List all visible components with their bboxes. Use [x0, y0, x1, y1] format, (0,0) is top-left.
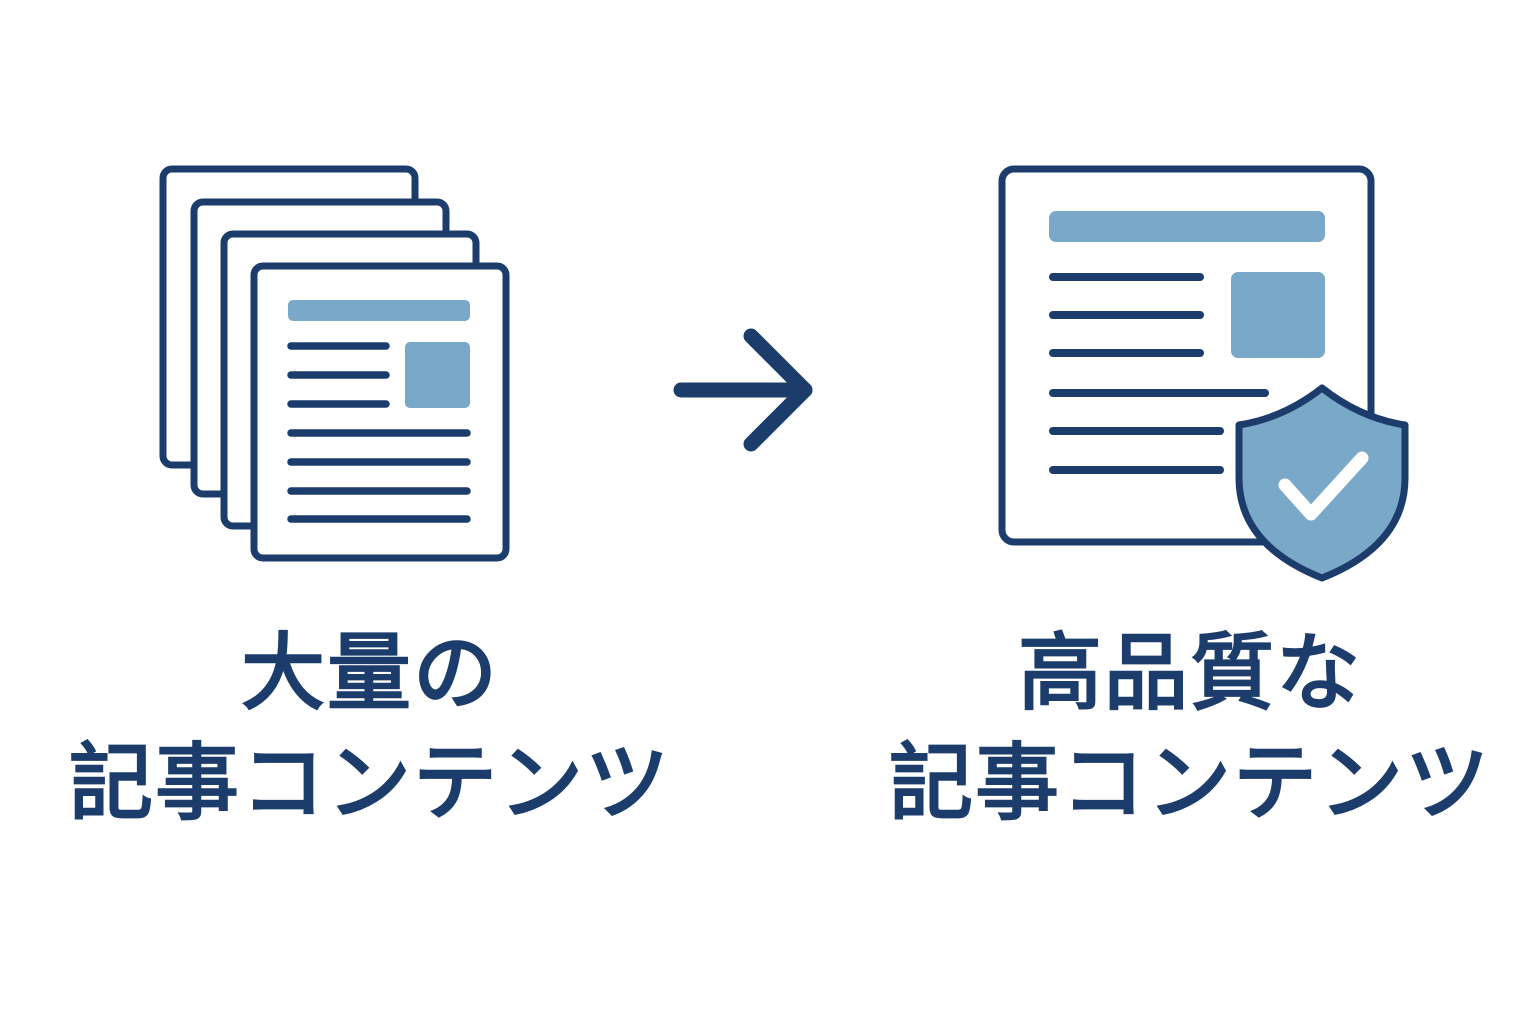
- right-caption: 高品質な 記事コンテンツ: [880, 618, 1500, 838]
- left-caption-line2: 記事コンテンツ: [68, 734, 671, 832]
- arrow-right-icon: [673, 328, 813, 452]
- front-document-content: [287, 300, 471, 523]
- document-sheet-front: [250, 262, 510, 562]
- document-image-placeholder: [405, 342, 470, 408]
- document-image-placeholder: [1231, 272, 1325, 358]
- checkmark-icon: [1278, 451, 1369, 521]
- quality-document-icon: [998, 165, 1409, 582]
- right-caption-line1: 高品質な: [1017, 624, 1362, 722]
- left-caption: 大量の 記事コンテンツ: [60, 618, 680, 838]
- document-headline-bar: [1049, 211, 1325, 242]
- document-headline-bar: [288, 300, 470, 321]
- shield-check-icon: [1235, 384, 1409, 582]
- left-caption-line1: 大量の: [240, 624, 499, 722]
- right-caption-line2: 記事コンテンツ: [888, 734, 1491, 832]
